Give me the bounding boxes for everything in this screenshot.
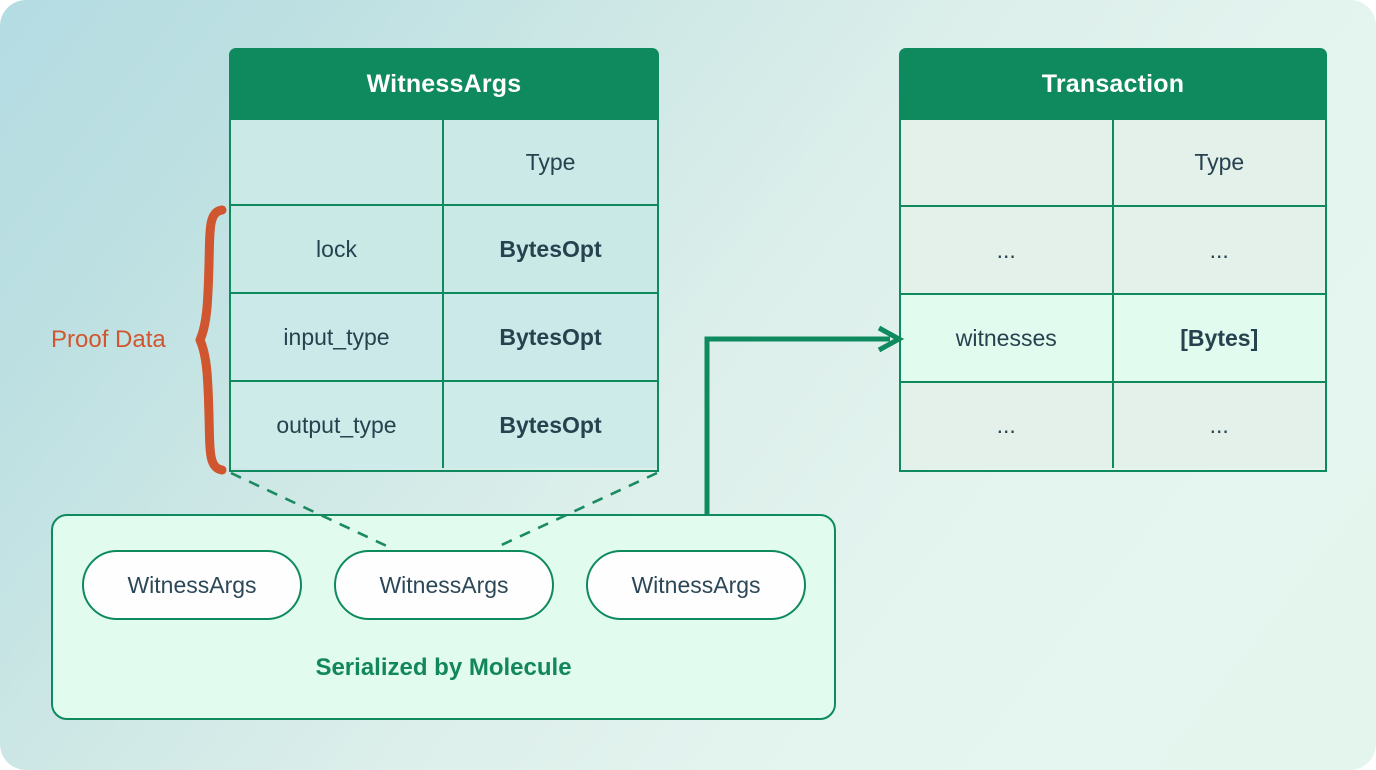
- table-row: Type: [231, 120, 657, 206]
- cell-field-type: BytesOpt: [499, 235, 602, 262]
- cell-field-type: Type: [525, 148, 576, 175]
- cell-field-name: ...: [901, 207, 1114, 293]
- proof-data-label: Proof Data: [51, 326, 166, 353]
- table-row: output_type BytesOpt: [231, 382, 657, 468]
- molecule-caption: Serialized by Molecule: [315, 654, 572, 681]
- cell-field-name: ...: [901, 383, 1114, 468]
- cell-field-type: ...: [1209, 412, 1229, 438]
- cell-field-name: [231, 120, 444, 204]
- table-row: Type: [901, 120, 1325, 207]
- witnessargs-pill[interactable]: WitnessArgs: [334, 550, 554, 620]
- cell-field-name: witnesses: [901, 295, 1114, 381]
- table-row: lock BytesOpt: [231, 206, 657, 294]
- table-row-witnesses: witnesses [Bytes]: [901, 295, 1325, 383]
- cell-field-name: input_type: [231, 294, 444, 380]
- witnesses-arrow-head-icon: [877, 325, 905, 353]
- cell-field-name: output_type: [231, 382, 444, 468]
- witnessargs-pill-label: WitnessArgs: [631, 571, 761, 598]
- witnessargs-pill-label: WitnessArgs: [127, 571, 257, 598]
- cell-field-type: [Bytes]: [1180, 324, 1259, 351]
- witnesses-arrow-path: [704, 336, 890, 514]
- proof-data-brace-icon: [195, 205, 227, 475]
- witnessargs-pill[interactable]: WitnessArgs: [82, 550, 302, 620]
- transaction-table: Transaction Type ... ... witnesses [Byte…: [899, 48, 1327, 472]
- table-row: input_type BytesOpt: [231, 294, 657, 382]
- cell-field-type: BytesOpt: [499, 323, 602, 350]
- cell-field-type: Type: [1194, 149, 1245, 175]
- witnessargs-pill[interactable]: WitnessArgs: [586, 550, 806, 620]
- transaction-table-body: Type ... ... witnesses [Bytes] ... ...: [899, 120, 1327, 472]
- table-row: ... ...: [901, 383, 1325, 468]
- witnessargs-table-title: WitnessArgs: [229, 48, 659, 120]
- witnessargs-table: WitnessArgs Type lock BytesOpt input_typ…: [229, 48, 659, 472]
- cell-field-name: [901, 120, 1114, 205]
- cell-field-type: BytesOpt: [499, 411, 602, 438]
- transaction-table-title: Transaction: [899, 48, 1327, 120]
- molecule-box: WitnessArgs WitnessArgs WitnessArgs Seri…: [51, 514, 836, 720]
- witnessargs-pill-label: WitnessArgs: [379, 571, 509, 598]
- cell-field-name: lock: [231, 206, 444, 292]
- witnessargs-table-body: Type lock BytesOpt input_type BytesOpt o…: [229, 120, 659, 472]
- table-row: ... ...: [901, 207, 1325, 295]
- cell-field-type: ...: [1209, 236, 1229, 263]
